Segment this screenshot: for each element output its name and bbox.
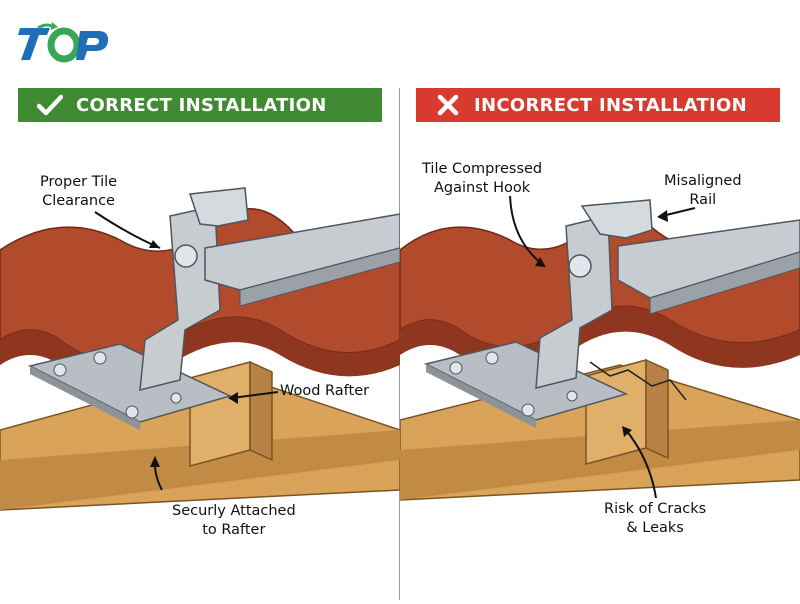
correct-illustration: Proper Tile Clearance Wood Rafter Securl… [0, 130, 401, 600]
correct-scene-graphic [0, 187, 401, 511]
incorrect-banner: INCORRECT INSTALLATION [416, 88, 780, 122]
label-tile-compressed: Tile Compressed Against Hook [422, 161, 543, 196]
label-misaligned-rail: Misaligned Rail [664, 173, 742, 208]
label-proper-tile-clearance: Proper Tile Clearance [40, 174, 118, 209]
logo-graphic [18, 22, 109, 63]
incorrect-title: INCORRECT INSTALLATION [474, 94, 747, 116]
label-securely-attached: Securly Attached to Rafter [172, 503, 296, 538]
top-logo [16, 18, 112, 66]
incorrect-illustration: Tile Compressed Against Hook Misaligned … [399, 130, 800, 600]
check-icon [32, 88, 68, 122]
cross-icon [430, 88, 466, 122]
correct-title: CORRECT INSTALLATION [76, 94, 327, 116]
label-risk-of-cracks: Risk of Cracks & Leaks [604, 501, 707, 536]
correct-banner: CORRECT INSTALLATION [18, 88, 382, 122]
label-wood-rafter: Wood Rafter [280, 383, 370, 399]
incorrect-scene-graphic [399, 195, 800, 501]
